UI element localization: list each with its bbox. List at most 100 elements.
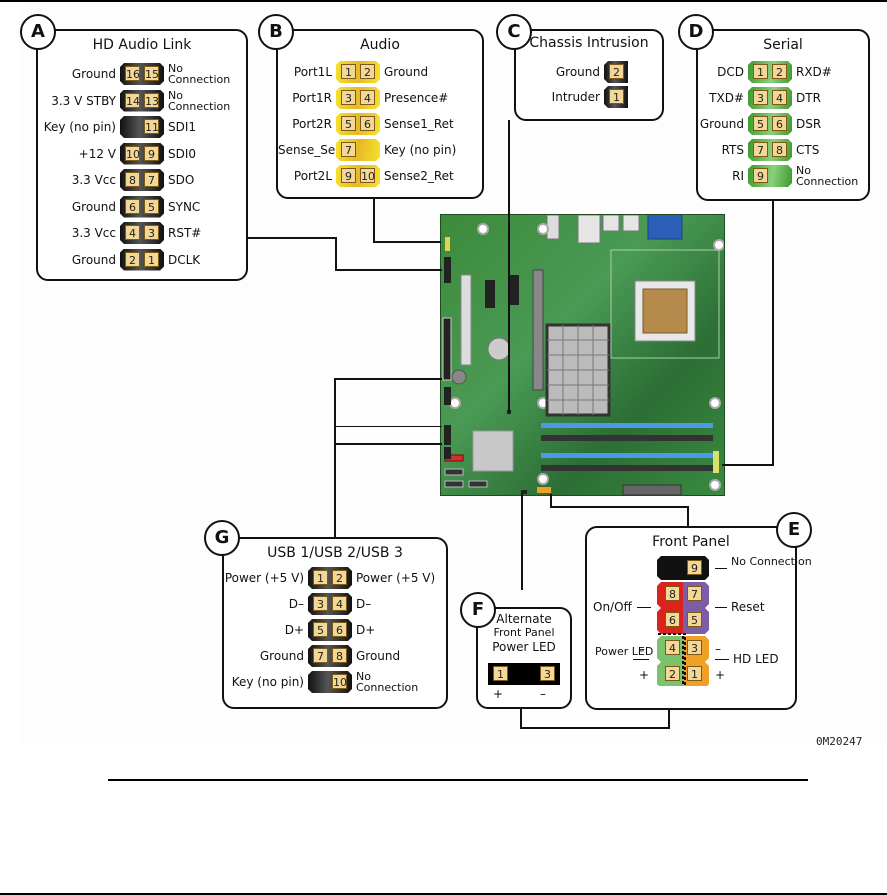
- box-title: HD Audio Link: [92, 37, 192, 53]
- pin: 11: [144, 119, 159, 134]
- leader-line-e: [550, 506, 688, 508]
- pin-label-left: TXD#: [709, 91, 744, 105]
- pin-label-left: Key (no pin): [43, 120, 116, 134]
- badge-g: G: [204, 520, 240, 556]
- usb-port: [622, 215, 640, 232]
- pin: 8: [125, 172, 140, 187]
- pin-label-right: DSR: [796, 117, 822, 131]
- pin: 15: [144, 66, 159, 81]
- leader-line-b: [373, 241, 441, 243]
- leader-line-b: [373, 197, 375, 242]
- box-title: Serial: [763, 37, 803, 53]
- pin: 3: [540, 666, 555, 681]
- badge-f: F: [460, 592, 496, 628]
- leader-line-g: [334, 443, 442, 445]
- pin: 3: [753, 90, 768, 105]
- pin-label-right: Key (no pin): [384, 143, 457, 157]
- badge-c: C: [496, 14, 532, 50]
- box-title: Audio: [360, 37, 400, 53]
- pin-label-right: No Connection: [356, 670, 419, 694]
- power-led-dashed-outline: [657, 633, 686, 686]
- pin-label-right: No Connection: [168, 62, 231, 86]
- motherboard-art: [442, 215, 724, 495]
- pin-header-row: 2: [604, 61, 628, 83]
- pin: 1: [753, 64, 768, 79]
- pin: 2: [125, 251, 140, 267]
- pin: 7: [687, 586, 702, 601]
- pin-label-right: Sense2_Ret: [384, 169, 454, 183]
- badge-d: D: [678, 14, 714, 50]
- pin-label-left: Port1L: [293, 65, 332, 79]
- pin: 8: [665, 586, 680, 601]
- pin: 10: [125, 145, 140, 161]
- pin: 9: [144, 145, 159, 161]
- pin-label-left: RTS: [721, 143, 744, 157]
- pin-label-right: No Connection: [168, 88, 231, 113]
- pin: 2: [360, 64, 375, 79]
- minus-label: –: [540, 687, 546, 701]
- pin-header-row: 7: [336, 139, 380, 161]
- vga-port: [647, 215, 683, 240]
- pin-label-left: Port1R: [292, 91, 332, 105]
- leader-line-g: [334, 378, 336, 538]
- no-connection-label: No Connection: [731, 555, 812, 568]
- pin: 4: [332, 596, 347, 611]
- usb-port: [602, 215, 620, 232]
- hd-led-label: HD LED: [733, 652, 779, 666]
- pin-label-right: RXD#: [796, 65, 832, 79]
- top-rule: [0, 0, 887, 2]
- minus-label: –: [715, 642, 721, 656]
- pin-label-right: No Connection: [796, 164, 859, 188]
- pin: 1: [341, 64, 356, 79]
- leader-line-a: [335, 237, 337, 270]
- pin-label-right: Sense1_Ret: [384, 117, 454, 131]
- pin: 9: [341, 168, 356, 183]
- box-title-line: Front Panel: [493, 626, 555, 639]
- usb-stack: [577, 215, 601, 244]
- pin-label-right: SDO: [168, 173, 195, 187]
- leader-line-d: [772, 200, 774, 465]
- arrow-line: [520, 727, 670, 729]
- pin: 8: [332, 648, 347, 663]
- pin-label-right: Ground: [356, 649, 401, 663]
- pin: 16: [125, 66, 140, 81]
- pin: 9: [687, 560, 702, 575]
- pin-label-right: D–: [356, 597, 372, 611]
- pin: 3: [687, 640, 702, 655]
- badge-b: B: [258, 14, 294, 50]
- pin: 10: [332, 674, 347, 689]
- pin: 4: [360, 90, 375, 105]
- pin-label-left: Ground: [555, 65, 600, 79]
- pin: 2: [772, 64, 787, 79]
- pin-label-right: DCLK: [168, 252, 201, 267]
- pin: 3: [313, 596, 328, 611]
- pin: 4: [125, 225, 140, 240]
- pin-label-left: RI: [732, 169, 744, 183]
- pin: 2: [665, 666, 680, 681]
- pin-label-left: Port2L: [293, 169, 332, 183]
- leader-line-e: [550, 494, 552, 507]
- on-off-label: On/Off: [593, 600, 632, 614]
- pin: 7: [313, 648, 328, 663]
- leader-line-g: [334, 426, 442, 427]
- pin-label-right: Power (+5 V): [356, 571, 436, 585]
- pin-label-right: SDI0: [168, 146, 197, 161]
- pin-label-left: Ground: [259, 649, 304, 663]
- pin: 7: [753, 142, 768, 157]
- leader-line-c: [508, 120, 510, 412]
- figure-id: 0M20247: [816, 735, 863, 748]
- leader-line-g: [334, 378, 442, 380]
